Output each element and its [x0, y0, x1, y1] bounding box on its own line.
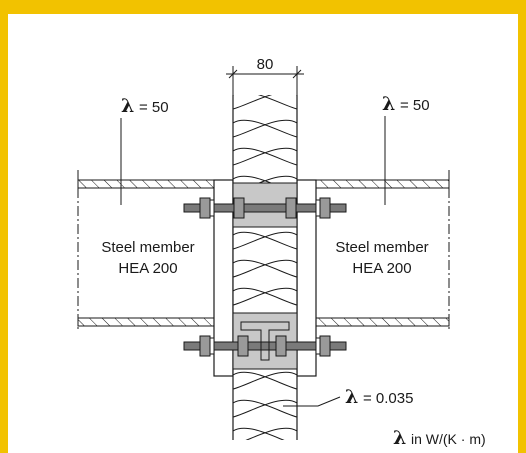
right-bottom-flange [296, 317, 450, 327]
lower-bolt-nut [275, 335, 287, 357]
left-member-label-line2: HEA 200 [118, 260, 177, 277]
lower-bolt-nut [199, 335, 211, 357]
lower-tee-connector [240, 321, 290, 361]
dimension-label: 80 [257, 56, 274, 73]
lower-bolt-shaft [183, 341, 347, 351]
lower-bolt-washer [209, 337, 215, 355]
bolts [183, 197, 347, 361]
dimension-80 [226, 66, 304, 95]
left-bottom-flange [77, 317, 234, 327]
end-plates [213, 179, 317, 377]
left-member-label-line1: Steel member [101, 239, 194, 256]
insulation-lambda-label: λ = 0.035 [283, 386, 413, 408]
upper-bolt-shaft [183, 203, 347, 213]
lambda-symbol: λ [382, 93, 395, 115]
insulation-lambda-value: = 0.035 [363, 390, 413, 407]
lambda-symbol: λ [121, 95, 134, 117]
upper-bolt-nut [233, 197, 245, 219]
break-lines [77, 170, 450, 332]
unit-text: in W/(K · m) [411, 431, 486, 447]
upper-bolt-nut [285, 197, 297, 219]
lower-bolt-nut [319, 335, 331, 357]
upper-bolt-washer [315, 199, 321, 217]
upper-bolt-washer [209, 199, 215, 217]
right-lambda-label: λ = 50 [382, 93, 430, 205]
left-lambda-value: = 50 [139, 99, 169, 116]
upper-bolt-nut [319, 197, 331, 219]
left-lambda-label: λ = 50 [120, 95, 169, 205]
insulation-layer [232, 95, 298, 440]
left-top-flange [77, 179, 234, 189]
unit-label: λ in W/(K · m) [393, 427, 486, 449]
right-member-label-line2: HEA 200 [352, 260, 411, 277]
lambda-symbol: λ [345, 386, 358, 408]
lambda-symbol: λ [393, 427, 406, 449]
insulation-body [233, 95, 297, 440]
right-top-flange [296, 179, 450, 189]
right-member-label-line1: Steel member [335, 239, 428, 256]
upper-bolt-nut [199, 197, 211, 219]
right-lambda-value: = 50 [400, 97, 430, 114]
lower-bolt-nut [237, 335, 249, 357]
lower-bolt-washer [315, 337, 321, 355]
